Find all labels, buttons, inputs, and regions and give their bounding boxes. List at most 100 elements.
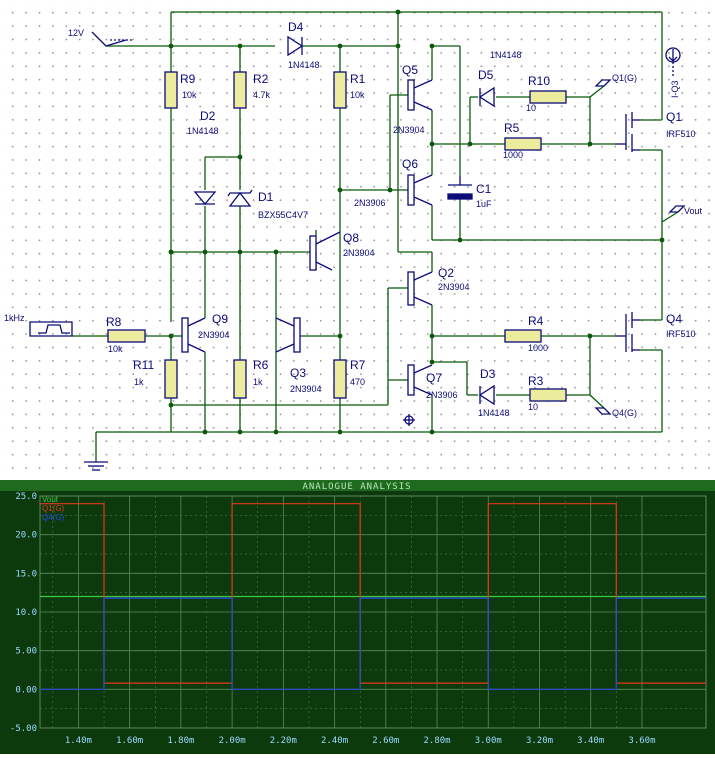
- y-tick-label: 10.0: [15, 608, 37, 618]
- junctions: [168, 9, 665, 435]
- y-tick-label: 20.0: [15, 531, 37, 541]
- val-R10: 10: [526, 103, 536, 113]
- ref-Q2: Q2: [438, 266, 454, 280]
- val-R9: 10k: [182, 90, 197, 100]
- x-tick-label: 1.60m: [116, 736, 143, 746]
- val-D1: BZX55C4V7: [258, 210, 308, 220]
- ref-Q6: Q6: [402, 157, 418, 171]
- ref-R1: R1: [350, 72, 366, 86]
- ref-R10: R10: [528, 74, 550, 88]
- val-R8: 10k: [108, 344, 123, 354]
- ref-R6: R6: [253, 358, 269, 372]
- transistor-Q9[interactable]: [181, 317, 206, 353]
- wires: [72, 11, 679, 462]
- resistor-R9[interactable]: [164, 71, 178, 109]
- resistor-R3[interactable]: [529, 388, 567, 402]
- transistor-Q3[interactable]: [275, 317, 301, 353]
- label-Q1G: Q1(G): [612, 73, 637, 83]
- x-tick-label: 1.80m: [167, 736, 194, 746]
- x-tick-label: 2.20m: [270, 736, 297, 746]
- ref-D2: D2: [200, 109, 216, 123]
- x-tick-label: 2.80m: [423, 736, 450, 746]
- val-C1: 1uF: [476, 199, 492, 209]
- current-probe-icon[interactable]: [665, 47, 681, 76]
- transistor-Q6[interactable]: [407, 174, 433, 206]
- diode-D4[interactable]: [287, 35, 304, 57]
- diode-D3[interactable]: [478, 384, 495, 406]
- mosfet-Q4[interactable]: [615, 312, 640, 352]
- val-Q5: 2N3904: [393, 125, 425, 135]
- val-R1: 10k: [350, 90, 365, 100]
- input-generator-1kHz[interactable]: [29, 321, 73, 337]
- diode-D2[interactable]: [193, 191, 217, 206]
- probe-Vout[interactable]: [668, 205, 686, 213]
- transistor-Q2[interactable]: [407, 271, 433, 306]
- legend-entry: Q4(G): [42, 513, 65, 522]
- ref-D5: D5: [478, 68, 494, 82]
- resistor-R8[interactable]: [107, 329, 146, 343]
- graph-series: [40, 503, 706, 690]
- graph-title-bar: [0, 480, 715, 491]
- val-R2: 4.7k: [253, 90, 271, 100]
- ground-symbol: [84, 461, 108, 471]
- val-R6: 1k: [253, 377, 263, 387]
- val-Q2: 2N3904: [438, 282, 470, 292]
- schematic-drawing: 12V 1kHz Vout Q1(G) Q4(G) I-Q3 D4 1N4148…: [4, 9, 703, 471]
- ref-Q4: Q4: [666, 312, 682, 326]
- supply-terminal-12V[interactable]: [91, 31, 132, 47]
- ref-D1: D1: [258, 190, 274, 204]
- ref-D4: D4: [288, 20, 304, 34]
- resistor-R10[interactable]: [529, 90, 567, 104]
- zener-D1[interactable]: [227, 189, 253, 207]
- val-D5: 1N4148: [490, 50, 522, 60]
- label-IQ3: I-Q3: [670, 80, 680, 98]
- val-R5: 1000: [503, 150, 523, 160]
- x-tick-label: 2.60m: [372, 736, 399, 746]
- resistor-R2[interactable]: [233, 71, 247, 109]
- ref-Q3: Q3: [290, 366, 306, 380]
- resistor-R11[interactable]: [164, 359, 178, 399]
- label-Q4G: Q4(G): [612, 408, 637, 418]
- val-D3: 1N4148: [478, 408, 510, 418]
- mosfet-Q1[interactable]: [615, 112, 640, 152]
- resistor-R5[interactable]: [504, 137, 542, 151]
- ref-R2: R2: [253, 72, 269, 86]
- ref-R9: R9: [180, 72, 196, 86]
- resistor-R1[interactable]: [333, 71, 347, 109]
- val-Q8: 2N3904: [343, 248, 375, 258]
- label-1kHz: 1kHz: [4, 313, 25, 323]
- ref-C1: C1: [476, 182, 492, 196]
- probe-Q4G[interactable]: [594, 407, 612, 415]
- schematic-canvas[interactable]: 12V 1kHz Vout Q1(G) Q4(G) I-Q3 D4 1N4148…: [0, 0, 715, 480]
- ref-Q9: Q9: [212, 312, 228, 326]
- y-tick-label: 5.00: [15, 647, 37, 657]
- transistor-Q8[interactable]: [309, 231, 341, 271]
- label-Vout: Vout: [684, 206, 703, 216]
- resistor-R7[interactable]: [333, 359, 347, 399]
- y-tick-label: 25.0: [15, 492, 37, 502]
- capacitor-C1[interactable]: [447, 176, 473, 200]
- val-R11: 1k: [134, 377, 144, 387]
- y-tick-label: -5.00: [10, 724, 37, 734]
- val-Q7: 2N3906: [426, 390, 458, 400]
- resistor-R6[interactable]: [233, 359, 247, 399]
- ref-R8: R8: [106, 315, 122, 329]
- val-Q1: IRF510: [666, 129, 696, 139]
- diode-D5[interactable]: [478, 86, 495, 108]
- probe-Q1G[interactable]: [594, 79, 612, 87]
- resistor-R4[interactable]: [504, 329, 542, 343]
- x-tick-label: 3.20m: [526, 736, 553, 746]
- transistor-Q5[interactable]: [407, 79, 433, 111]
- legend-entry: Vout: [42, 495, 59, 504]
- val-Q6: 2N3906: [354, 198, 386, 208]
- ref-R7: R7: [350, 358, 366, 372]
- label-12V: 12V: [68, 28, 84, 38]
- transistor-Q7[interactable]: [407, 364, 433, 396]
- x-tick-label: 2.40m: [321, 736, 348, 746]
- val-Q4: IRF510: [666, 329, 696, 339]
- graph-drawing: ANALOGUE ANALYSIS 25.020.015.010.05.000.…: [0, 480, 715, 754]
- y-tick-label: 0.00: [15, 685, 37, 695]
